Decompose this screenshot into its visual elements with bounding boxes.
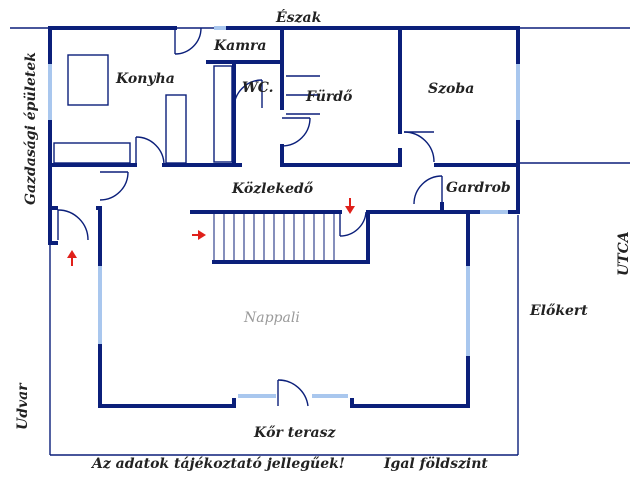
fixtures xyxy=(53,54,320,164)
label-wc: WC. xyxy=(242,80,274,96)
label-utca: UTCA xyxy=(616,231,632,276)
label-gardrob: Gardrob xyxy=(446,180,511,196)
label-kamra: Kamra xyxy=(213,38,267,54)
label-north: Észak xyxy=(275,8,322,26)
label-konyha: Konyha xyxy=(115,71,175,87)
label-kozlekedo: Közlekedő xyxy=(231,181,314,197)
footer-disclaimer: Az adatok tájékoztató jellegűek! xyxy=(90,456,345,472)
label-elokert: Előkert xyxy=(529,303,588,319)
label-furdo: Fürdő xyxy=(305,89,353,105)
footer-level: Igal földszint xyxy=(383,456,488,472)
arrow-icon xyxy=(67,250,77,258)
label-terasz: Kőr terasz xyxy=(253,425,336,441)
label-gazdasagi: Gazdasági épületek xyxy=(23,52,39,205)
staircase xyxy=(213,214,335,262)
label-udvar: Udvar xyxy=(15,382,31,430)
arrow-icon xyxy=(198,230,206,240)
label-szoba: Szoba xyxy=(428,81,474,97)
windows xyxy=(48,26,520,398)
arrow-icon xyxy=(345,206,355,214)
doors xyxy=(57,27,443,407)
entrance-arrows xyxy=(67,198,355,266)
interior-walls xyxy=(48,26,520,264)
label-nappali: Nappali xyxy=(243,310,300,326)
